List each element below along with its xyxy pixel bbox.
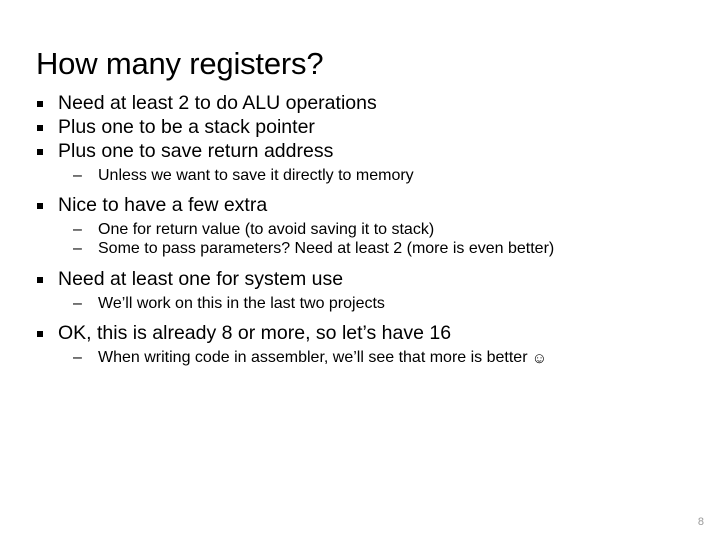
bullet-text: Nice to have a few extra (58, 194, 268, 217)
en-dash-bullet-icon: – (73, 348, 82, 366)
sub-bullet-item: – Unless we want to save it directly to … (34, 166, 682, 185)
sub-bullet-text: One for return value (to avoid saving it… (98, 221, 435, 239)
bullet-item: Need at least 2 to do ALU operations (34, 92, 682, 115)
bullet-text: Need at least one for system use (58, 267, 344, 290)
square-bullet-icon (37, 268, 43, 291)
page-number: 8 (697, 516, 704, 528)
square-bullet-icon (37, 116, 43, 139)
en-dash-bullet-icon: – (73, 167, 82, 184)
bullet-item: Plus one to be a stack pointer (34, 116, 682, 139)
square-bullet-icon (37, 322, 43, 345)
bullet-text: Plus one to be a stack pointer (58, 116, 315, 138)
square-bullet-icon (37, 92, 43, 115)
sub-bullet-text: Some to pass parameters? Need at least 2… (98, 240, 555, 258)
en-dash-bullet-icon: – (73, 240, 82, 258)
en-dash-bullet-icon: – (73, 294, 82, 312)
en-dash-bullet-icon: – (73, 221, 82, 239)
sub-bullet-text: We’ll work on this in the last two proje… (98, 294, 385, 312)
sub-bullet-item: – One for return value (to avoid saving … (34, 220, 682, 239)
bullet-item: Need at least one for system use (34, 268, 682, 291)
sub-bullet-item: – We’ll work on this in the last two pro… (34, 294, 682, 313)
square-bullet-icon (37, 194, 43, 217)
smiley-face-icon: ☺ (527, 349, 548, 367)
bullet-item: OK, this is already 8 or more, so let’s … (34, 322, 682, 345)
bullet-text: Plus one to save return address (58, 140, 334, 162)
bullet-text: Need at least 2 to do ALU operations (58, 92, 377, 114)
bullet-item: Plus one to save return address (34, 140, 682, 163)
page-title: How many registers? (36, 45, 324, 81)
sub-bullet-text: Unless we want to save it directly to me… (98, 167, 414, 184)
sub-bullet-item: – Some to pass parameters? Need at least… (34, 239, 682, 258)
sub-bullet-item: – When writing code in assembler, we’ll … (34, 348, 682, 368)
sub-bullet-text: When writing code in assembler, we’ll se… (98, 348, 528, 366)
bullet-text: OK, this is already 8 or more, so let’s … (58, 321, 452, 344)
bullet-item: Nice to have a few extra (34, 194, 682, 217)
slide-body: Need at least 2 to do ALU operations Plu… (34, 92, 682, 368)
square-bullet-icon (37, 140, 43, 163)
